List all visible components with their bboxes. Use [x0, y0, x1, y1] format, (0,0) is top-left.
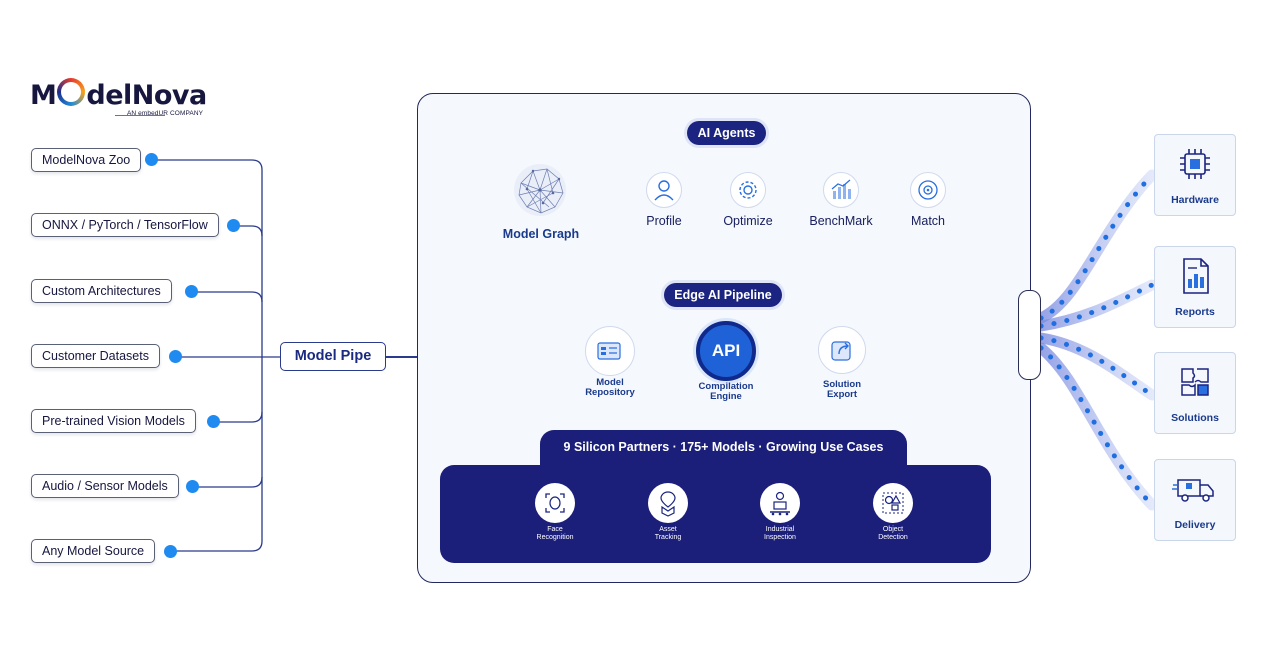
output-reports-label: Reports: [1175, 306, 1215, 318]
report-icon: [1183, 258, 1209, 294]
model-repository-node[interactable]: [585, 326, 635, 376]
source-any-model-source[interactable]: Any Model Source: [31, 539, 156, 563]
source-dot: [164, 545, 177, 558]
chip-icon: [1180, 149, 1210, 179]
gear-icon: [739, 181, 757, 199]
logo-tagline: AN embedUR COMPANY: [127, 110, 204, 117]
output-fan-wires: [1035, 169, 1158, 511]
output-reports[interactable]: Reports: [1154, 246, 1236, 328]
server-icon: [597, 342, 621, 360]
asset-tracking-node[interactable]: [648, 483, 688, 523]
api-compilation-node[interactable]: API: [696, 321, 756, 381]
logo-ring-icon: [57, 78, 85, 106]
source-onnx-pytorch-tensorflow[interactable]: ONNX / PyTorch / TensorFlow: [31, 213, 219, 237]
industrial-inspection-node[interactable]: [760, 483, 800, 523]
edge-ai-pipeline-title: Edge AI Pipeline: [664, 283, 782, 307]
source-customer-datasets[interactable]: Customer Datasets: [31, 344, 160, 368]
source-audio-sensor-models[interactable]: Audio / Sensor Models: [31, 474, 179, 498]
source-dot: [145, 153, 158, 166]
export-icon: [831, 341, 851, 361]
output-hardware-label: Hardware: [1171, 194, 1219, 206]
conveyor-icon: [770, 491, 790, 516]
source-dot: [227, 219, 240, 232]
partners-header-tab: [540, 430, 907, 466]
source-dot: [186, 480, 199, 493]
face-scan-icon: [545, 493, 565, 513]
profile-node[interactable]: [646, 172, 682, 208]
model-graph-icon: [513, 163, 567, 217]
model-pipe-box[interactable]: Model Pipe: [280, 342, 386, 371]
output-hardware[interactable]: Hardware: [1154, 134, 1236, 216]
source-dot: [185, 285, 198, 298]
user-icon: [654, 180, 674, 201]
source-pretrained-vision-models[interactable]: Pre-trained Vision Models: [31, 409, 196, 433]
output-solutions-label: Solutions: [1171, 412, 1219, 424]
shapes-icon: [882, 492, 904, 514]
source-custom-architectures[interactable]: Custom Architectures: [31, 279, 172, 303]
source-dot: [207, 415, 220, 428]
match-label: Match: [910, 214, 946, 228]
object-detection-node[interactable]: [873, 483, 913, 523]
solution-export-node[interactable]: [818, 326, 866, 374]
output-delivery-label: Delivery: [1174, 519, 1216, 531]
model-graph-label: Model Graph: [502, 227, 580, 241]
partners-title: 9 Silicon Partners · 175+ Models · Growi…: [563, 440, 884, 454]
truck-icon: [1172, 479, 1214, 502]
benchmark-label: BenchMark: [809, 214, 873, 228]
output-solutions[interactable]: Solutions: [1154, 352, 1236, 434]
package-location-icon: [660, 491, 676, 517]
match-node[interactable]: [910, 172, 946, 208]
profile-label: Profile: [646, 214, 682, 228]
output-connector-port: [1018, 290, 1041, 380]
source-connector-lines: [157, 159, 417, 552]
benchmark-node[interactable]: [823, 172, 859, 208]
source-modelnova-zoo[interactable]: ModelNova Zoo: [31, 148, 142, 172]
optimize-label: Optimize: [723, 214, 773, 228]
source-dot: [169, 350, 182, 363]
puzzle-icon: [1181, 368, 1209, 396]
bar-chart-icon: [831, 179, 851, 199]
face-recognition-node[interactable]: [535, 483, 575, 523]
output-fan-dots: [1038, 172, 1155, 508]
optimize-node[interactable]: [730, 172, 766, 208]
target-icon: [918, 180, 938, 200]
logo-underline: [115, 115, 165, 116]
ai-agents-title: AI Agents: [687, 121, 766, 145]
output-delivery[interactable]: Delivery: [1154, 459, 1236, 541]
